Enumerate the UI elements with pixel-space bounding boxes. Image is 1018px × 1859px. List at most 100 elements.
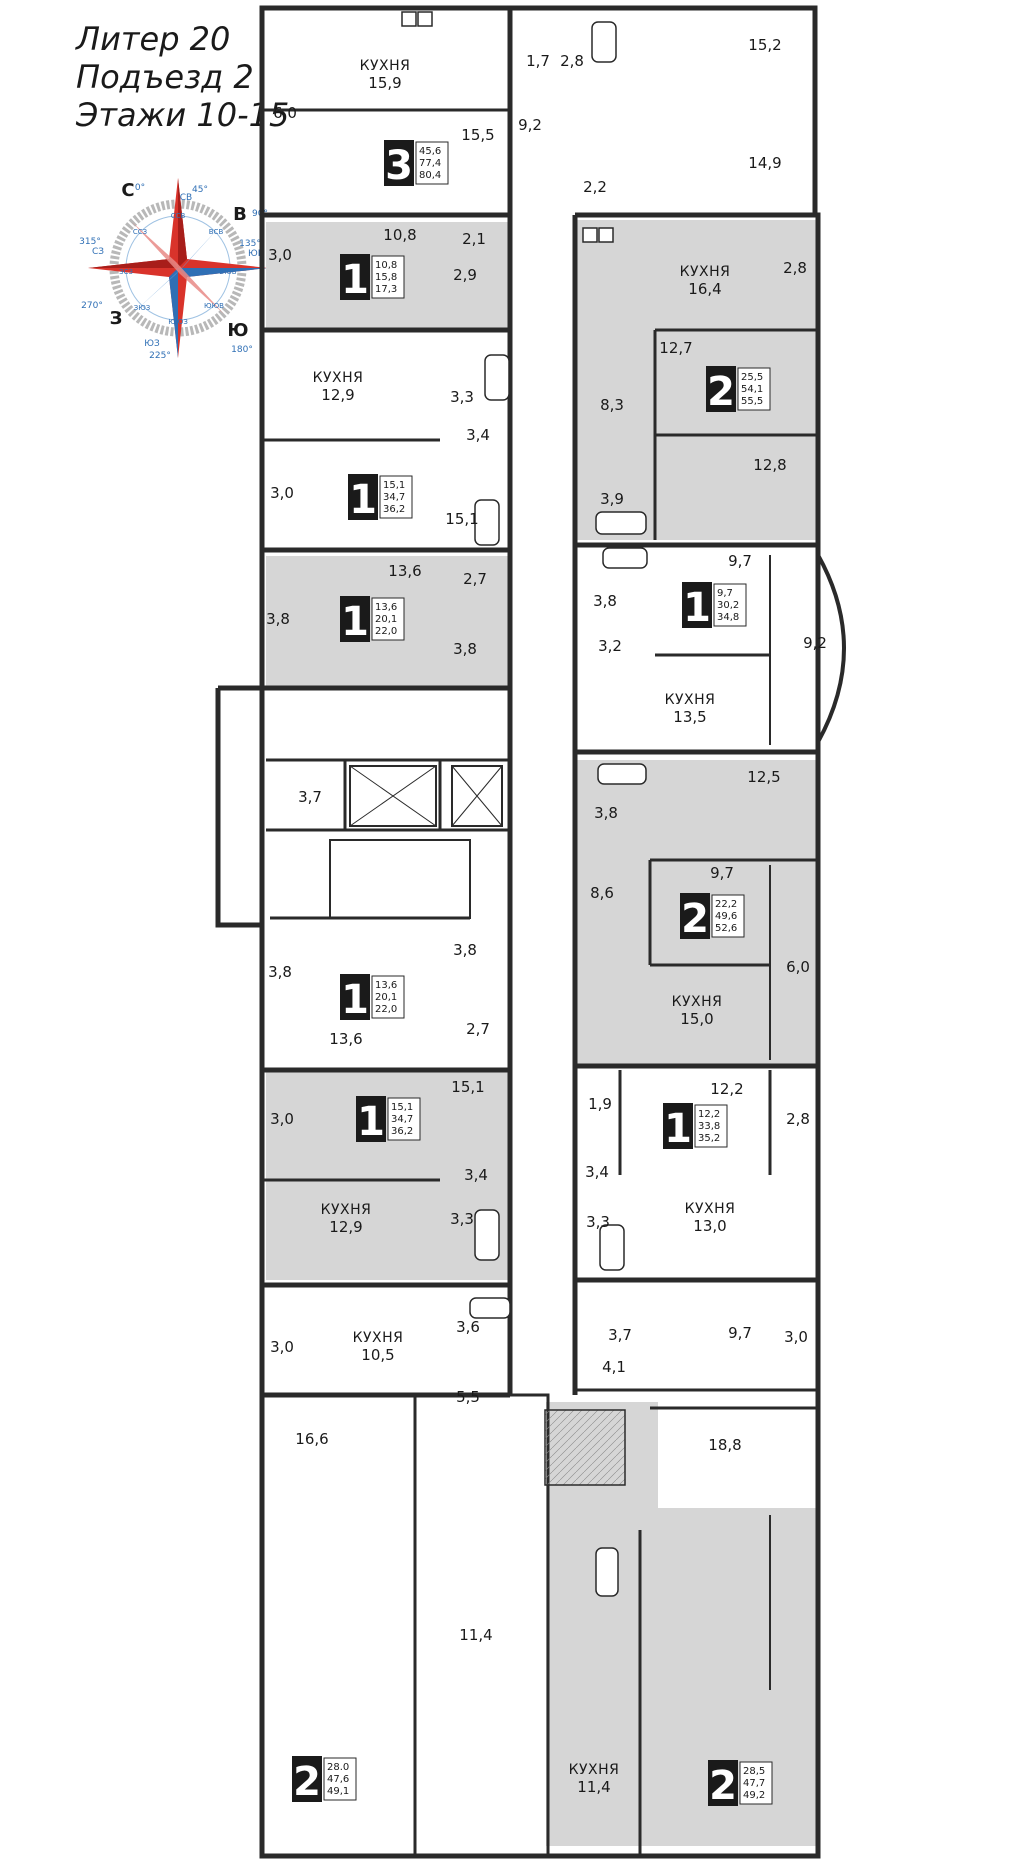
area-a8-room: 12,7 (659, 339, 692, 357)
badge-rooms: 2 (709, 1763, 737, 1809)
label-kitchen-a3: КУХНЯ (313, 370, 364, 386)
area-a7-room: 16,6 (295, 1430, 328, 1448)
badge-area-3: 22,0 (375, 1004, 397, 1015)
title-line-2: Подъезд 2 (76, 58, 254, 96)
compass-ring-5: ЮЮЗ (168, 318, 188, 326)
badge-area-2: 34,7 (391, 1114, 413, 1125)
badge-box (348, 474, 378, 520)
apartment-badge-a5: 1 13,620,122,0 (340, 974, 405, 1023)
compass-ring-2: ВСВ (209, 228, 224, 236)
area-hall-top: 9,2 (518, 116, 542, 134)
area-r149: 14,9 (748, 154, 781, 172)
area-a10-bath: 3,8 (594, 804, 618, 822)
badge-values-box (379, 475, 413, 519)
badge-rooms: 1 (341, 977, 369, 1023)
badge-rooms: 2 (293, 1759, 321, 1805)
compass-inter-nw: СЗ (92, 247, 104, 257)
area-a8-bath: 3,9 (600, 490, 624, 508)
compass-ring-7: ЗСЗ (119, 268, 133, 276)
badge-area-2: 49,6 (715, 911, 737, 922)
badge-box (663, 1103, 693, 1149)
area-a5-room: 13,6 (329, 1030, 362, 1048)
badge-values-box (371, 975, 405, 1019)
area-a12-room2: 18,8 (708, 1436, 741, 1454)
compass-deg-ne: 45° (192, 185, 208, 195)
compass-s: Ю (227, 320, 248, 341)
badge-area-3: 34,8 (717, 612, 739, 623)
area-a4-room: 13,6 (388, 562, 421, 580)
compass-deg-s: 180° (231, 345, 253, 355)
area-a12-bath: 3,7 (608, 1326, 632, 1344)
badge-area-2: 30,2 (717, 600, 739, 611)
compass-deg-sw: 225° (149, 351, 171, 361)
badge-area-3: 80,4 (419, 170, 441, 181)
badge-area-2: 33,8 (698, 1121, 720, 1132)
bay-window (816, 554, 846, 743)
area-a3-bath: 3,3 (450, 388, 474, 406)
area-k105-balcony: 3,0 (270, 1338, 294, 1356)
area-c22: 2,2 (583, 178, 607, 196)
label-kitchen-a6: КУХНЯ (321, 1202, 372, 1218)
badge-area-1: 13,6 (375, 980, 397, 991)
badge-area-3: 49,1 (327, 1786, 349, 1797)
area-a9-kitchen: 13,5 (673, 708, 706, 726)
badge-area-1: 28,5 (743, 1766, 765, 1777)
label-kitchen-a1: КУХНЯ (360, 58, 411, 74)
badge-box (682, 582, 712, 628)
badge-values-box (415, 141, 449, 185)
badge-area-1: 12,2 (698, 1109, 720, 1120)
badge-box (706, 366, 736, 412)
badge-area-2: 15,8 (375, 272, 397, 283)
area-b17: 1,7 (526, 52, 550, 70)
area-a1-room: 15,5 (461, 126, 494, 144)
badge-rooms: 1 (357, 1099, 385, 1145)
badge-rooms: 2 (707, 369, 735, 415)
badge-area-3: 49,2 (743, 1790, 765, 1801)
title-line-3: Этажи 10-15 (76, 96, 290, 134)
area-a8-hall: 8,3 (600, 396, 624, 414)
compass-deg-n: 0° (135, 183, 145, 193)
badge-values-box (323, 1757, 357, 1801)
label-kitchen-k105: КУХНЯ (353, 1330, 404, 1346)
area-r152: 15,2 (748, 36, 781, 54)
label-kitchen-a8: КУХНЯ (680, 264, 731, 280)
area-a3-room: 15,1 (445, 510, 478, 528)
area-a7-room2: 11,4 (459, 1626, 492, 1644)
area-a2-room: 10,8 (383, 226, 416, 244)
badge-values-box (737, 367, 771, 411)
badge-box (292, 1756, 322, 1802)
badge-area-2: 20,1 (375, 614, 397, 625)
compass-deg-se: 135° (239, 239, 261, 249)
badge-area-3: 55,5 (741, 396, 763, 407)
area-a10-room: 9,7 (710, 864, 734, 882)
area-lift-hall: 3,7 (298, 788, 322, 806)
walls (215, 5, 821, 1859)
badge-values-box (371, 597, 405, 641)
compass-rose: ССВ ВСВ ВЮВ ЮЮВ ЮЮЗ ЗЮЗ ЗСЗ ССЗ С В Ю З … (79, 178, 268, 361)
area-a2-hall: 2,1 (462, 230, 486, 248)
badge-area-1: 45,6 (419, 146, 441, 157)
badge-area-3: 36,2 (391, 1126, 413, 1137)
area-a5-bath: 3,8 (453, 941, 477, 959)
badge-values-box (694, 1104, 728, 1148)
badge-area-3: 22,0 (375, 626, 397, 637)
badge-area-1: 15,1 (391, 1102, 413, 1113)
compass-inter-ne: СВ (180, 193, 192, 203)
area-a6-kitchen: 12,9 (329, 1218, 362, 1236)
area-a4-bath: 3,8 (453, 640, 477, 658)
badge-area-1: 10,8 (375, 260, 397, 271)
badge-box (680, 893, 710, 939)
area-a1-kitchen: 15,9 (368, 74, 401, 92)
badge-area-1: 15,1 (383, 480, 405, 491)
area-a2-bath: 2,9 (453, 266, 477, 284)
compass-w: З (110, 308, 123, 329)
area-a5-hall: 2,7 (466, 1020, 490, 1038)
area-a11-balcony: 2,8 (786, 1110, 810, 1128)
label-kitchen-a11: КУХНЯ (685, 1201, 736, 1217)
badge-area-2: 20,1 (375, 992, 397, 1003)
area-k105-bath: 3,6 (456, 1318, 480, 1336)
compass-inter-se: ЮВ (248, 249, 264, 259)
